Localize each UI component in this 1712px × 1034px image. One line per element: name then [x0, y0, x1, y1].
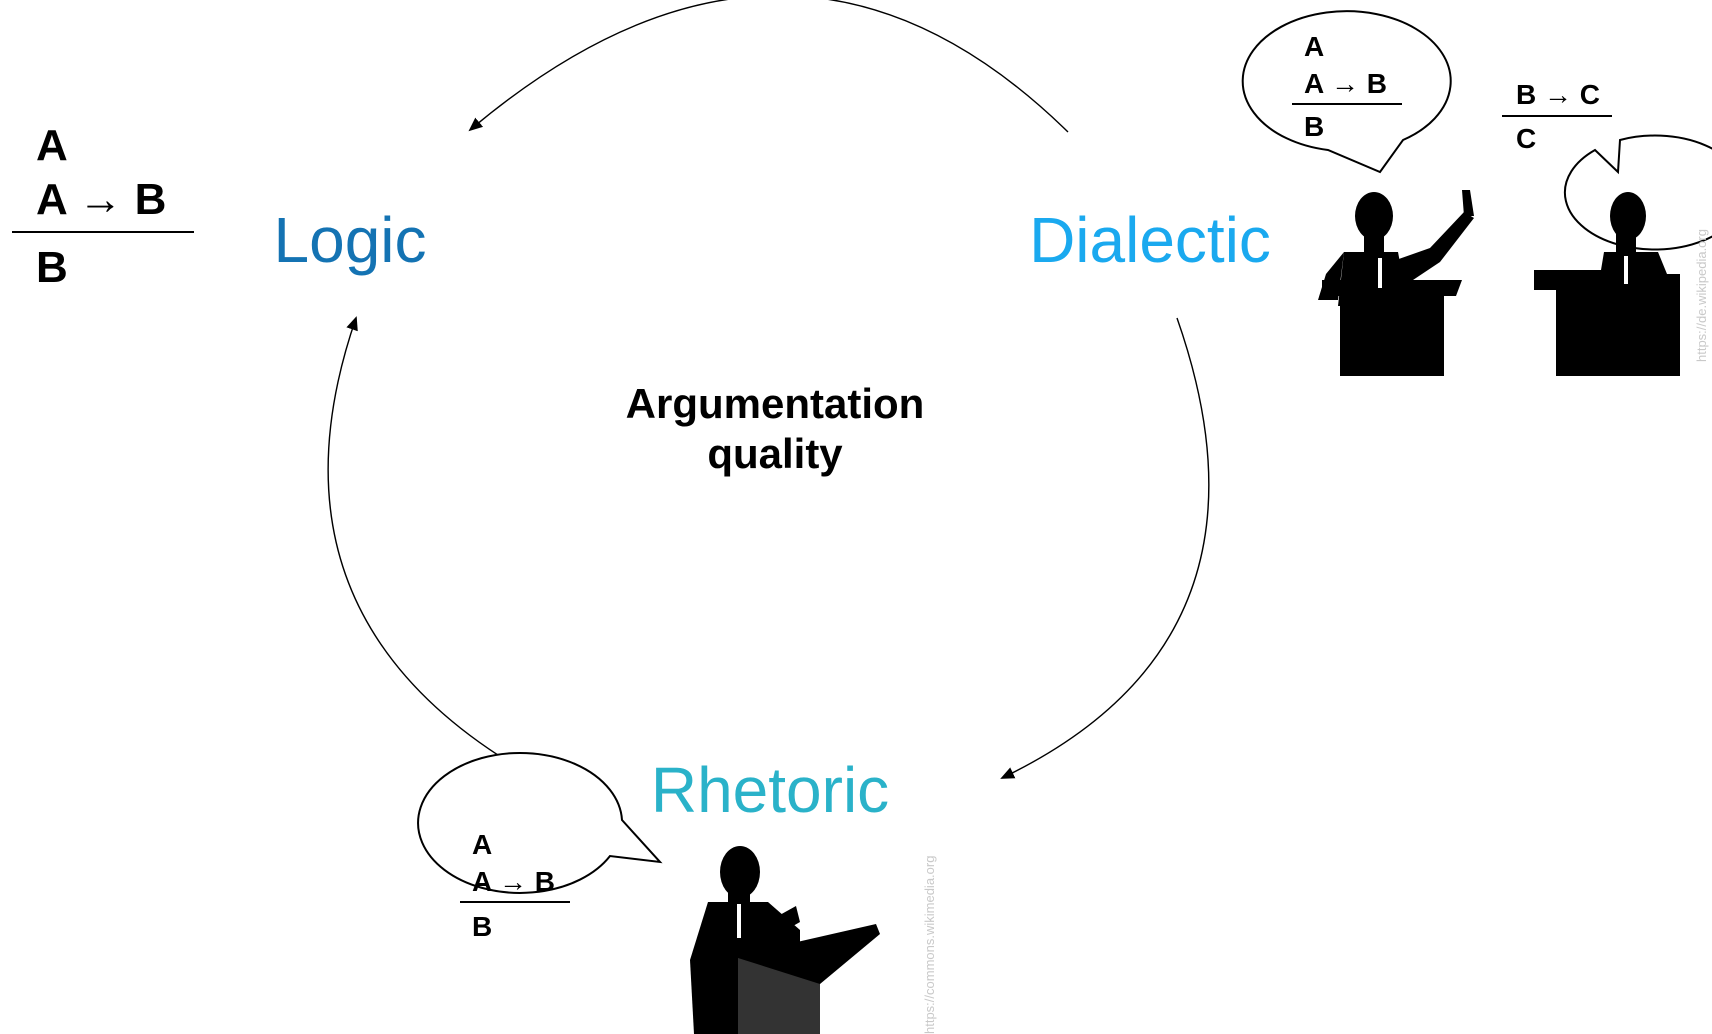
speaker-at-podium-icon: [690, 846, 880, 1034]
speech-bubble-icon: B → C C: [1502, 79, 1712, 251]
debater-pointing-icon: [1318, 190, 1474, 376]
speech-bubble-icon: A A → B B: [417, 751, 663, 942]
rhetoric-conclusion: B: [472, 911, 492, 942]
debater-listening-tie: [1624, 256, 1628, 284]
arc-dialectic-to-logic: [468, 0, 1069, 133]
center-title-line1: Argumentation: [626, 380, 925, 427]
rhetoric-label: Rhetoric: [651, 754, 889, 826]
dialectic-left-conclusion: B: [1304, 111, 1324, 142]
speech-bubble-icon: A A → B B: [1241, 10, 1452, 174]
logic-formula: A A → B B: [12, 121, 194, 292]
arc-dialectic-to-rhetoric: [1000, 317, 1210, 779]
dialectic-right-conclusion: C: [1516, 123, 1536, 154]
logic-premise-2: A → B: [36, 175, 166, 224]
rhetoric-image-credit: https://commons.wikimedia.org: [922, 856, 937, 1034]
logic-conclusion: B: [36, 243, 68, 292]
dialectic-left-premise-2: A → B: [1304, 68, 1387, 99]
debater-listening-icon: [1534, 192, 1680, 376]
dialectic-left-premise-1: A: [1304, 31, 1324, 62]
dialectic-label: Dialectic: [1029, 204, 1271, 276]
arc-rhetoric-to-logic: [327, 316, 537, 779]
rhetoric-premise-1: A: [472, 829, 492, 860]
dialectic-image-credit: https://de.wikipedia.org: [1694, 229, 1709, 362]
rhetoric-premise-2: A → B: [472, 866, 555, 897]
logic-label: Logic: [274, 204, 427, 276]
debater-pointing-tie: [1378, 258, 1382, 288]
logic-premise-1: A: [36, 121, 68, 170]
dialectic-right-premise: B → C: [1516, 79, 1600, 110]
center-title-line2: quality: [707, 430, 843, 477]
speaker-tie: [737, 904, 741, 938]
